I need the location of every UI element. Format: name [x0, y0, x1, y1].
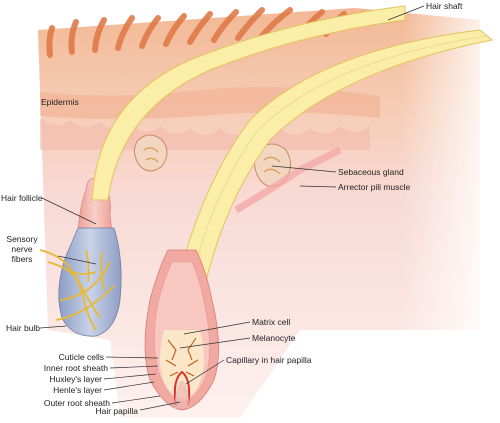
label-huxleys-layer: Huxley's layer [49, 374, 102, 384]
label-arrector-pili: Arrector pili muscle [338, 182, 411, 192]
label-capillary: Capillary in hair papilla [226, 355, 312, 365]
right-follicle-matrix [160, 330, 204, 398]
melanocyte-network [165, 337, 199, 377]
sebaceous-gland-left [134, 134, 168, 172]
label-epidermis: Epidermis [41, 97, 79, 107]
left-hair-bulb [58, 227, 122, 337]
label-hair-papilla: Hair papilla [95, 406, 138, 416]
label-matrix-cell: Matrix cell [252, 317, 291, 327]
label-sensory-nerve-fibers: Sensory nerve fibers [6, 234, 37, 264]
leader-lines [39, 5, 425, 411]
label-outer-root-sheath: Outer root sheath [43, 398, 110, 408]
label-hair-shaft: Hair shaft [426, 1, 463, 11]
left-hair-shaft [91, 5, 406, 201]
label-melanocyte: Melanocyte [252, 333, 296, 343]
label-sensory-line-2: nerve [11, 244, 33, 254]
label-sensory-line-1: Sensory [6, 234, 38, 244]
sensory-nerve-fibers [39, 249, 115, 331]
arrector-pili-muscle [234, 146, 342, 214]
hair-papilla [174, 380, 190, 408]
label-sensory-line-3: fibers [11, 254, 33, 264]
label-sebaceous-gland: Sebaceous gland [338, 167, 404, 177]
fade-overlay [280, 0, 500, 418]
label-henles-layer: Henle's layer [53, 385, 102, 395]
label-hair-follicle: Hair follicle [1, 193, 43, 203]
capillary-loop [173, 370, 191, 407]
label-cuticle-cells: Cuticle cells [58, 352, 104, 362]
label-hair-bulb: Hair bulb [6, 323, 41, 333]
label-inner-root-sheath: Inner root sheath [43, 363, 108, 373]
